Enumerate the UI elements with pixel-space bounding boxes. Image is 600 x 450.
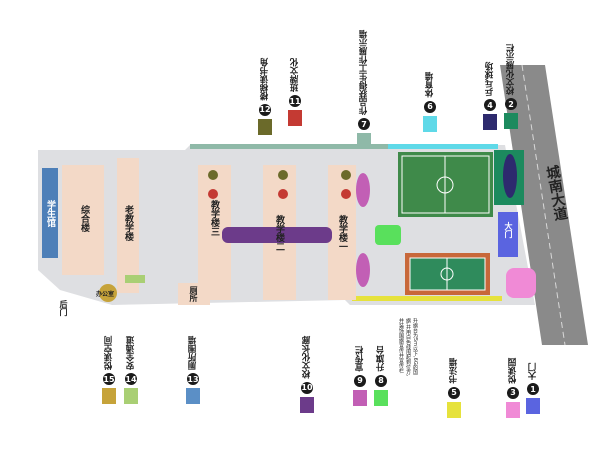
legend-label: 悦读空间 [103, 336, 114, 370]
calligraphy-wall [352, 296, 502, 301]
legend-number: 11 [289, 95, 301, 107]
legend-top-2: 校文化展示栏 2 [500, 44, 522, 129]
legend-label: 乒乓球场 [484, 62, 495, 96]
legend-top-6: 体育墙 6 [419, 72, 441, 132]
legend-bottom-15: 悦读空间 15 [98, 336, 120, 404]
comprehensive-label: 综合楼 [79, 205, 89, 232]
safety-channel [125, 275, 145, 283]
old-teaching-building [117, 158, 139, 293]
office-label: 办公室 [96, 291, 115, 298]
legend-swatch [374, 389, 388, 406]
reading-space [99, 284, 117, 302]
legend-number: 2 [505, 98, 517, 110]
toilet-building [178, 283, 210, 305]
legend-swatch [447, 401, 461, 418]
legend-label: 厕所围墙 [187, 336, 198, 370]
comprehensive-building [62, 165, 104, 275]
study-hall-label: 学生馆 [45, 200, 55, 227]
legend-swatch [506, 401, 520, 418]
legend-number: 6 [424, 100, 436, 113]
gate-label: 大门 [504, 222, 513, 238]
wall-sports [388, 144, 498, 149]
legend-number: 15 [103, 373, 115, 385]
legend-bottom-14: 安全通道 14 [120, 336, 142, 404]
legend-bottom-13: 厕所围墙 13 [182, 336, 204, 404]
publicity-board-2 [356, 253, 370, 287]
legend-bottom-9: 宣传栏 9 [349, 346, 371, 406]
legend-top-11: 班牌文化 11 [284, 58, 306, 126]
legend-number: 13 [187, 373, 199, 385]
legend-bottom-8: 升旗台 8 [370, 346, 392, 406]
legend-number: 3 [507, 386, 519, 399]
legend-swatch [288, 110, 302, 126]
legend-label: 校文化展示栏 [505, 44, 516, 95]
teaching-2-label: 教学楼二 [274, 215, 284, 251]
legend-top-12: 楼梯读书角 12 [254, 58, 276, 135]
legend-bottom-3: 悦读园 3 [502, 358, 524, 418]
teaching-3-label: 教学楼三 [209, 200, 219, 236]
legend-label: 体育墙 [424, 72, 435, 98]
legend-swatch [526, 398, 540, 414]
legend-label: 作品获得生工作展示墙 [358, 30, 369, 115]
legend-label: 大门 [527, 363, 538, 380]
legend-number: 12 [259, 103, 271, 116]
legend-swatch [124, 388, 138, 404]
legend-number: 4 [484, 99, 496, 111]
legend-label: 校文化长廊 [301, 336, 312, 379]
reading-garden [506, 268, 536, 298]
flag-platform [375, 225, 401, 245]
legend-swatch [102, 388, 116, 404]
wall-works [190, 144, 388, 149]
gate-building [498, 212, 518, 257]
teaching-building-1 [328, 165, 356, 300]
legend-number: 1 [527, 383, 539, 395]
toilet-label: 厕所 [189, 286, 198, 302]
legend-number: 10 [301, 381, 313, 394]
legend-bottom-10: 校文化长廊 10 [296, 336, 318, 413]
flag-note: 升旗台为5m以下,6G的国旗,并用白色线围起到位方,并装饰国旗宣传并宣传栏 [398, 318, 418, 377]
legend-number: 5 [448, 386, 460, 399]
legend-bottom-5: 书法墙 5 [443, 358, 465, 418]
legend-label: 书法墙 [448, 358, 459, 384]
legend-swatch [423, 115, 437, 132]
legend-label: 班牌文化 [289, 58, 300, 92]
legend-swatch [483, 114, 497, 130]
old-teaching-label: 老教学楼 [123, 205, 133, 241]
publicity-board-1 [356, 173, 370, 207]
legend-top-4: 乒乓球场 4 [479, 62, 501, 130]
legend-label: 悦读园 [507, 358, 518, 384]
legend-number: 14 [125, 373, 137, 385]
legend-swatch [504, 113, 518, 129]
legend-swatch [186, 388, 200, 404]
legend-number: 9 [354, 374, 366, 387]
study-hall [42, 168, 58, 258]
legend-swatch [357, 133, 371, 149]
legend-label: 升旗台 [375, 346, 386, 372]
legend-swatch [353, 389, 367, 406]
legend-label: 安全通道 [125, 336, 136, 370]
legend-number: 8 [375, 374, 387, 387]
legend-top-7: 作品获得生工作展示墙 7 [353, 30, 375, 149]
back-gate-label: 后门 [59, 300, 68, 316]
legend-swatch [258, 118, 272, 135]
legend-bottom-1: 大门 1 [522, 363, 544, 414]
teaching-1-label: 教学楼一 [337, 215, 347, 251]
legend-label: 楼梯读书角 [259, 58, 270, 101]
culture-corridor [222, 227, 332, 243]
legend-label: 宣传栏 [354, 346, 365, 372]
legend-number: 7 [358, 118, 370, 130]
legend-swatch [300, 396, 314, 413]
ping-pong-court [503, 154, 517, 198]
